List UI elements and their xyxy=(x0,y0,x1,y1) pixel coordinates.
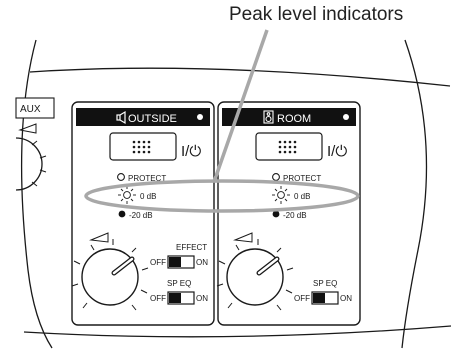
housing-top-edge xyxy=(29,67,451,87)
aux-label-box xyxy=(15,97,55,119)
aux-label: AUX xyxy=(20,104,41,115)
aux-knob-indicator xyxy=(18,123,37,134)
housing-left-curve xyxy=(20,39,53,349)
room-minus20db-label: -20 dB xyxy=(283,211,307,220)
room-speq-switch[interactable] xyxy=(311,291,339,305)
housing-bottom-edge xyxy=(23,325,451,338)
room-0db-led-lit xyxy=(272,186,290,204)
room-title-bar xyxy=(222,108,356,126)
outside-effect-switch[interactable] xyxy=(167,255,195,269)
room-protect-label: PROTECT xyxy=(283,174,321,183)
outside-minus20db-label: -20 dB xyxy=(129,211,153,220)
aux-knob[interactable] xyxy=(15,137,43,191)
peak-indicators-highlight-ellipse xyxy=(84,179,360,213)
callout-label: Peak level indicators xyxy=(229,4,404,25)
outside-0db-label: 0 dB xyxy=(140,192,156,201)
outside-effect-on-label: ON xyxy=(196,258,208,267)
room-protect-led xyxy=(272,173,280,181)
room-button-grille xyxy=(278,140,297,154)
housing-right-curve xyxy=(401,39,428,349)
outside-protect-led xyxy=(117,173,125,181)
outside-power-label: I/⏻ xyxy=(181,143,201,160)
room-knob-indicator xyxy=(233,232,253,243)
speaker-icon xyxy=(116,110,126,125)
outside-speq-off-label: OFF xyxy=(150,294,166,303)
outside-knob-ticks xyxy=(71,239,149,311)
room-speq-on-label: ON xyxy=(340,294,352,303)
outside-title-bar xyxy=(76,108,210,126)
outside-0db-led-lit xyxy=(118,186,136,204)
outside-volume-knob[interactable] xyxy=(81,248,139,306)
outside-knob-indicator xyxy=(89,232,109,243)
room-minus20db-led xyxy=(272,210,280,218)
outside-status-dot xyxy=(197,114,203,120)
outside-speq-label: SP EQ xyxy=(167,279,191,288)
room-volume-knob[interactable] xyxy=(226,248,284,306)
outside-speq-on-label: ON xyxy=(196,294,208,303)
room-power-label: I/⏻ xyxy=(327,143,347,160)
room-speaker-icon xyxy=(263,110,274,124)
outside-title: OUTSIDE xyxy=(128,113,177,125)
outside-speq-switch[interactable] xyxy=(167,291,195,305)
outside-effect-label: EFFECT xyxy=(176,243,207,252)
aux-knob-ticks xyxy=(31,140,47,187)
outside-panel: OUTSIDE I/⏻ PROTECT 0 dB -20 dB xyxy=(71,101,215,326)
outside-button-grille xyxy=(132,140,151,154)
callout-leader-line xyxy=(212,29,269,183)
outside-minus20db-led xyxy=(118,210,126,218)
room-0db-label: 0 dB xyxy=(294,192,310,201)
room-panel: ROOM I/⏻ PROTECT 0 dB -20 dB xyxy=(216,101,361,326)
room-speq-off-label: OFF xyxy=(294,294,310,303)
room-speq-label: SP EQ xyxy=(313,279,337,288)
room-status-dot xyxy=(343,114,349,120)
outside-effect-off-label: OFF xyxy=(150,258,166,267)
room-knob-ticks xyxy=(216,239,294,311)
room-title: ROOM xyxy=(277,113,311,125)
outside-protect-label: PROTECT xyxy=(128,174,166,183)
